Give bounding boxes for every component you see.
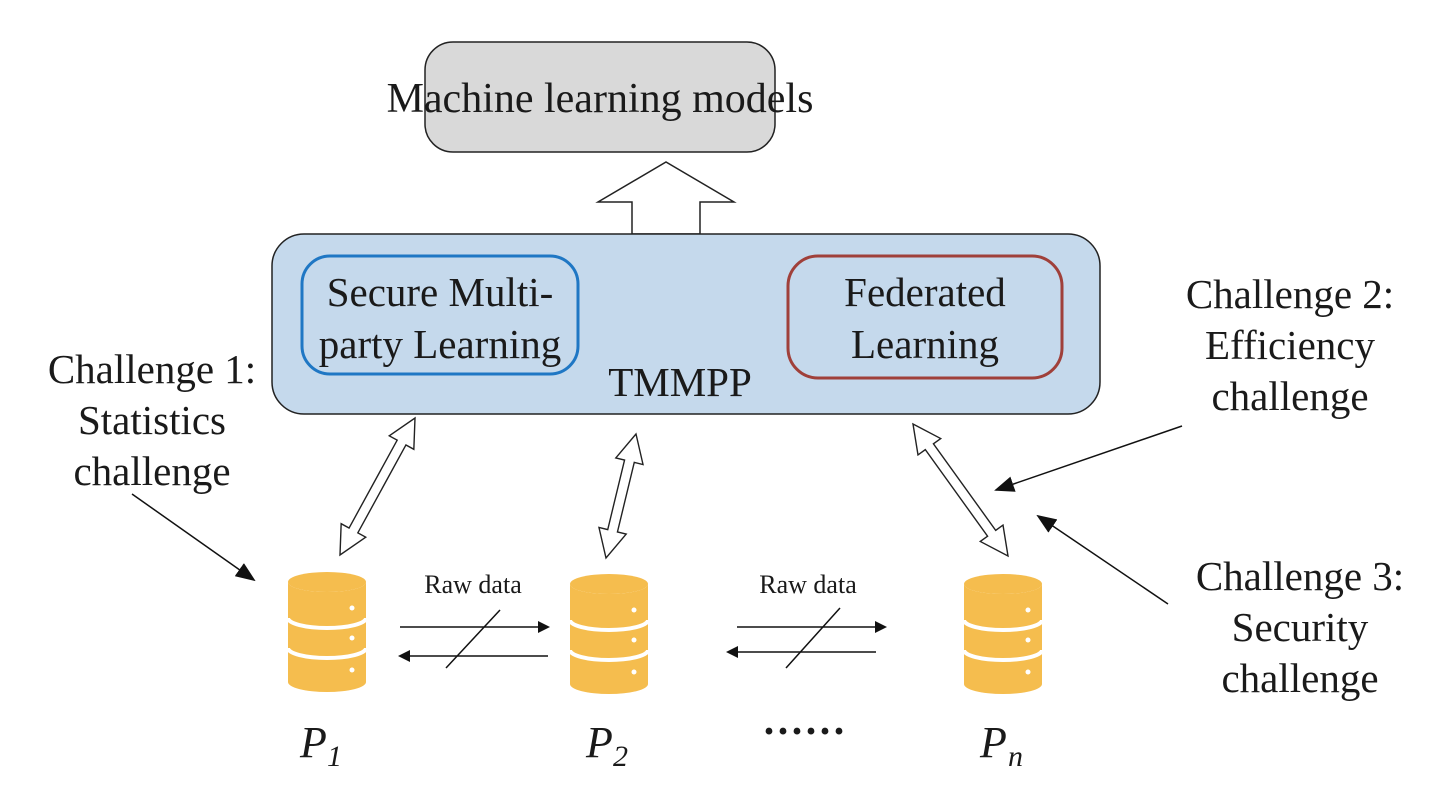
fl-label-line-1: Federated [844,269,1006,315]
challenge-3-pointer-arrow [1036,514,1169,605]
party-label-n: P n [979,718,1023,773]
secure-multiparty-learning-box: Secure Multi- party Learning [300,254,580,376]
double-arrow-p1 [339,416,416,557]
smpl-label-line-2: party Learning [319,321,561,367]
challenge-3-label: Challenge 3: Security challenge [1196,553,1404,701]
machine-learning-models-label: Machine learning models [387,76,814,122]
challenge-2-line-2: Efficiency [1205,322,1375,368]
fl-label-line-2: Learning [851,321,999,367]
database-pn [962,574,1044,694]
party-label-2: P 2 [585,718,628,773]
tmmpp-label: TMMPP [608,359,752,405]
challenge-2-line-1: Challenge 2: [1186,271,1394,317]
raw-data-exchange-2: Raw data [726,570,887,669]
challenge-1-label: Challenge 1: Statistics challenge [48,346,256,494]
raw-data-block-slash-2 [785,607,841,669]
challenge-1-line-2: Statistics [78,397,226,443]
tmmpp-box: Secure Multi- party Learning Federated L… [271,233,1101,415]
smpl-label-line-1: Secure Multi- [327,269,554,315]
party-label-1: P 1 [299,718,342,773]
challenge-1-line-1: Challenge 1: [48,346,256,392]
party-1-subscript: 1 [327,740,342,773]
challenge-3-line-3: challenge [1221,655,1378,701]
federated-learning-box: Federated Learning [786,254,1064,380]
hollow-up-arrow [595,161,737,235]
database-p2 [568,574,650,694]
party-2-subscript: 2 [613,740,628,773]
raw-data-label-2: Raw data [759,570,857,599]
raw-data-block-slash-1 [445,609,501,669]
raw-data-exchange-1: Raw data [398,570,550,669]
raw-data-label-1: Raw data [424,570,522,599]
party-1-letter: P [299,718,327,767]
database-p1 [286,572,368,692]
ellipsis-more-parties: ······ [762,709,846,755]
challenge-3-line-2: Security [1232,604,1369,650]
challenge-1-pointer-arrow [131,493,256,582]
challenge-1-line-3: challenge [73,448,230,494]
challenge-3-line-1: Challenge 3: [1196,553,1404,599]
party-2-letter: P [585,718,613,767]
databases-group [286,572,1044,694]
double-arrows-group [339,416,1009,560]
party-n-subscript: n [1008,740,1023,773]
double-arrow-pn [912,422,1009,558]
machine-learning-models-box: Machine learning models [387,41,814,153]
party-n-letter: P [979,718,1007,767]
challenge-2-pointer-arrow [994,425,1183,492]
challenge-2-label: Challenge 2: Efficiency challenge [1186,271,1394,419]
challenge-2-line-3: challenge [1211,373,1368,419]
double-arrow-p2 [598,432,644,560]
